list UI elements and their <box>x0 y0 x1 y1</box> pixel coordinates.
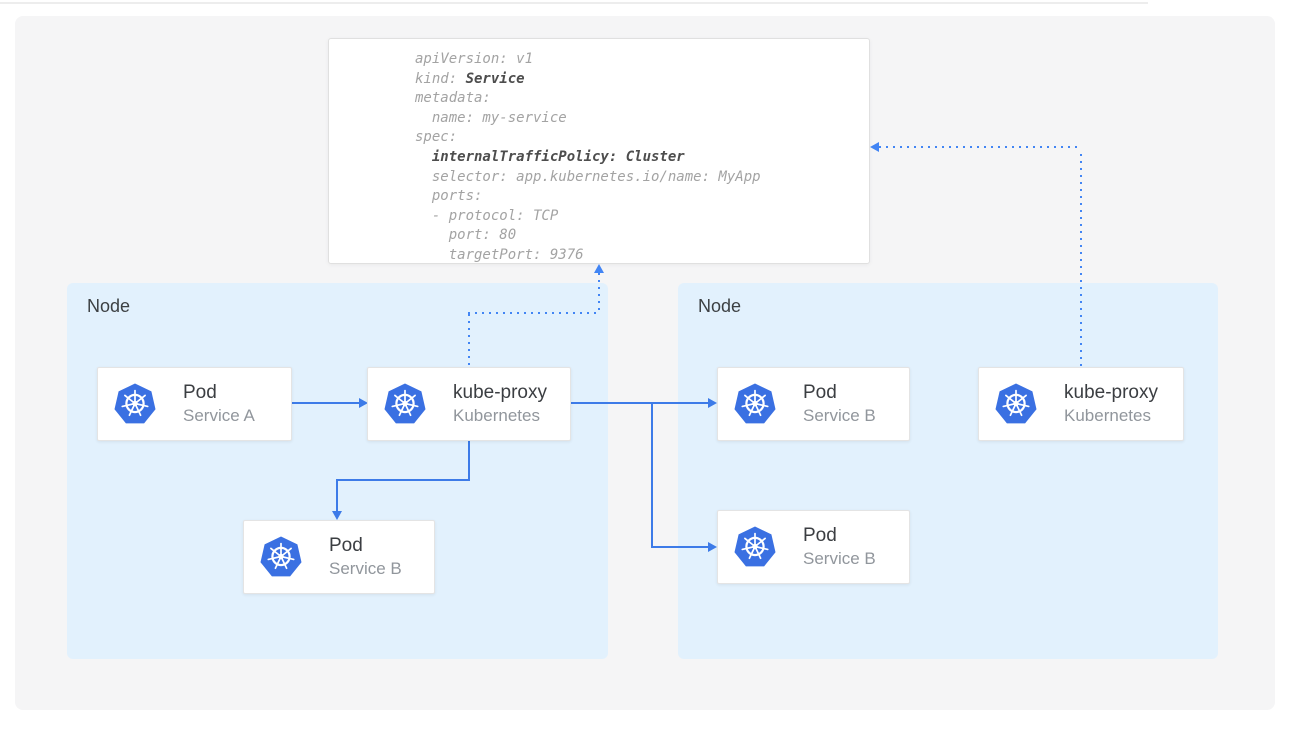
yaml-line: internalTrafficPolicy: Cluster <box>431 148 685 165</box>
arrowhead-down <box>332 511 342 520</box>
kubernetes-logo-icon <box>994 382 1038 427</box>
node-box-right: Node <box>678 283 1218 659</box>
card-subtitle: Kubernetes <box>1064 406 1151 426</box>
node-label: Node <box>87 296 131 316</box>
service-yaml-card: apiVersion: v1 kind: Service metadata: nam… <box>328 38 870 264</box>
dotted-arrowhead-up <box>594 264 604 273</box>
yaml-line: - protocol: TCP <box>415 207 559 224</box>
yaml-line: spec: <box>415 129 458 146</box>
card-title: kube-proxy <box>1064 382 1158 404</box>
card-subtitle: Kubernetes <box>453 406 540 426</box>
pod-service-b-right-top-card: Pod Service B <box>717 367 910 441</box>
pod-service-b-right-bottom-card: Pod Service B <box>717 510 910 584</box>
pod-service-b-left-card: Pod Service B <box>243 520 435 594</box>
yaml-line: metadata: <box>415 90 491 107</box>
arrow-branch-vertical <box>651 402 653 548</box>
yaml-line: kind: Service <box>415 70 525 87</box>
yaml-line: apiVersion: v1 <box>415 51 534 67</box>
arrow-to-pod-b-left <box>336 479 338 512</box>
yaml-line: selector: app.kubernetes.io/name: MyApp <box>415 168 761 185</box>
card-title: Pod <box>329 535 363 557</box>
dotted-line-left-vertical-up <box>598 273 600 312</box>
arrowhead-right <box>708 542 717 552</box>
node-box-left: Node <box>67 283 608 659</box>
arrow-kube-proxy-down <box>468 441 470 481</box>
yaml-line: name: my-service <box>415 109 567 126</box>
dotted-line-left-horizontal <box>468 312 600 314</box>
node-label: Node <box>698 296 742 316</box>
top-divider <box>0 2 1148 4</box>
card-title: Pod <box>183 382 217 404</box>
arrow-kube-proxy-to-right-node <box>571 402 709 404</box>
dotted-line-right-horizontal <box>879 146 1081 148</box>
kubernetes-logo-icon <box>733 382 777 427</box>
dotted-arrowhead-left <box>870 142 879 152</box>
yaml-line: port: 80 <box>415 227 517 244</box>
yaml-line: targetPort: 9376 <box>415 246 584 263</box>
card-subtitle: Service B <box>803 549 876 569</box>
dotted-line-right-vertical <box>1080 154 1082 367</box>
kube-proxy-right-card: kube-proxy Kubernetes <box>978 367 1184 441</box>
kubernetes-logo-icon <box>383 382 427 427</box>
kube-proxy-left-card: kube-proxy Kubernetes <box>367 367 571 441</box>
card-subtitle: Service A <box>183 406 255 426</box>
arrowhead-right <box>359 398 368 408</box>
arrow-kube-proxy-left <box>336 479 470 481</box>
dotted-line-left-vertical <box>468 314 470 367</box>
pod-service-a-card: Pod Service A <box>97 367 292 441</box>
yaml-code-block: apiVersion: v1 kind: Service metadata: nam… <box>415 50 869 266</box>
card-title: Pod <box>803 382 837 404</box>
kubernetes-logo-icon <box>733 525 777 570</box>
arrowhead-right <box>708 398 717 408</box>
card-title: kube-proxy <box>453 382 547 404</box>
yaml-line: ports: <box>415 188 483 205</box>
card-subtitle: Service B <box>329 559 402 579</box>
card-title: Pod <box>803 525 837 547</box>
kubernetes-logo-icon <box>259 535 303 580</box>
arrow-pod-a-to-kube-proxy <box>292 402 359 404</box>
kubernetes-logo-icon <box>113 382 157 427</box>
card-subtitle: Service B <box>803 406 876 426</box>
arrow-branch-horizontal <box>651 546 709 548</box>
